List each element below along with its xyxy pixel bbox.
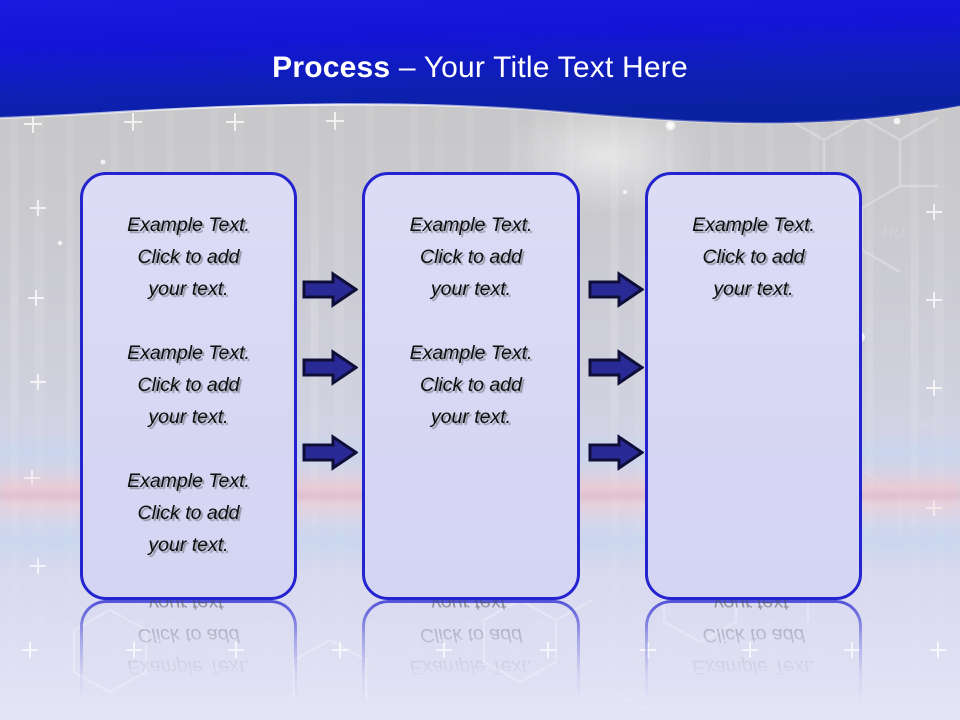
connector-arrow-1-1[interactable] [302, 271, 358, 308]
connector-arrow-1-2[interactable] [302, 349, 358, 386]
connector-arrow-1-3[interactable] [302, 434, 358, 471]
process-box-1-text-1[interactable]: Example Text. Click to add your text. [127, 214, 250, 300]
background-highlight-dot [665, 120, 676, 131]
header-wave-shape [0, 0, 960, 125]
connector-arrow-2-3[interactable] [588, 434, 644, 471]
page-title: Process – Your Title Text Here [0, 50, 960, 86]
process-box-2[interactable]: Example Text. Click to add your text. Ex… [362, 172, 580, 600]
box-2-reflection: Example Text. Click to add your text. [362, 592, 580, 720]
box-1-reflection-text: Example Text. Click to add your text. [127, 592, 250, 678]
svg-text:ю: ю [920, 412, 936, 435]
process-box-2-text-2[interactable]: Example Text. Click to add your text. [409, 342, 533, 428]
box-3-reflection-text: Example Text. Click to add your text. [692, 592, 815, 678]
box-3-reflection: Example Text. Click to add your text. [645, 592, 862, 720]
page-title-rest: – Your Title Text Here [390, 51, 688, 84]
process-box-3[interactable]: Example Text. Click to add your text. [645, 172, 862, 600]
page-title-bold: Process [272, 51, 391, 84]
process-box-1-content: Example Text. Click to add your text. Ex… [95, 209, 282, 561]
process-box-1-text-3[interactable]: Example Text. Click to add your text. [127, 470, 250, 556]
box-2-reflection-text: Example Text. Click to add your text. [409, 592, 533, 678]
process-box-1-text-2[interactable]: Example Text. Click to add your text. [127, 342, 250, 428]
process-box-3-content: Example Text. Click to add your text. [660, 209, 847, 305]
process-box-2-content: Example Text. Click to add your text. Ex… [377, 209, 565, 433]
process-box-2-text-1[interactable]: Example Text. Click to add your text. [409, 214, 533, 300]
connector-arrow-2-1[interactable] [588, 271, 644, 308]
process-box-3-text-1[interactable]: Example Text. Click to add your text. [692, 214, 815, 300]
box-1-reflection: Example Text. Click to add your text. [80, 592, 297, 720]
process-box-1[interactable]: Example Text. Click to add your text. Ex… [80, 172, 297, 600]
slide-header: Process – Your Title Text Here [0, 0, 960, 135]
svg-text:ни: ни [882, 220, 906, 243]
connector-arrow-2-2[interactable] [588, 349, 644, 386]
